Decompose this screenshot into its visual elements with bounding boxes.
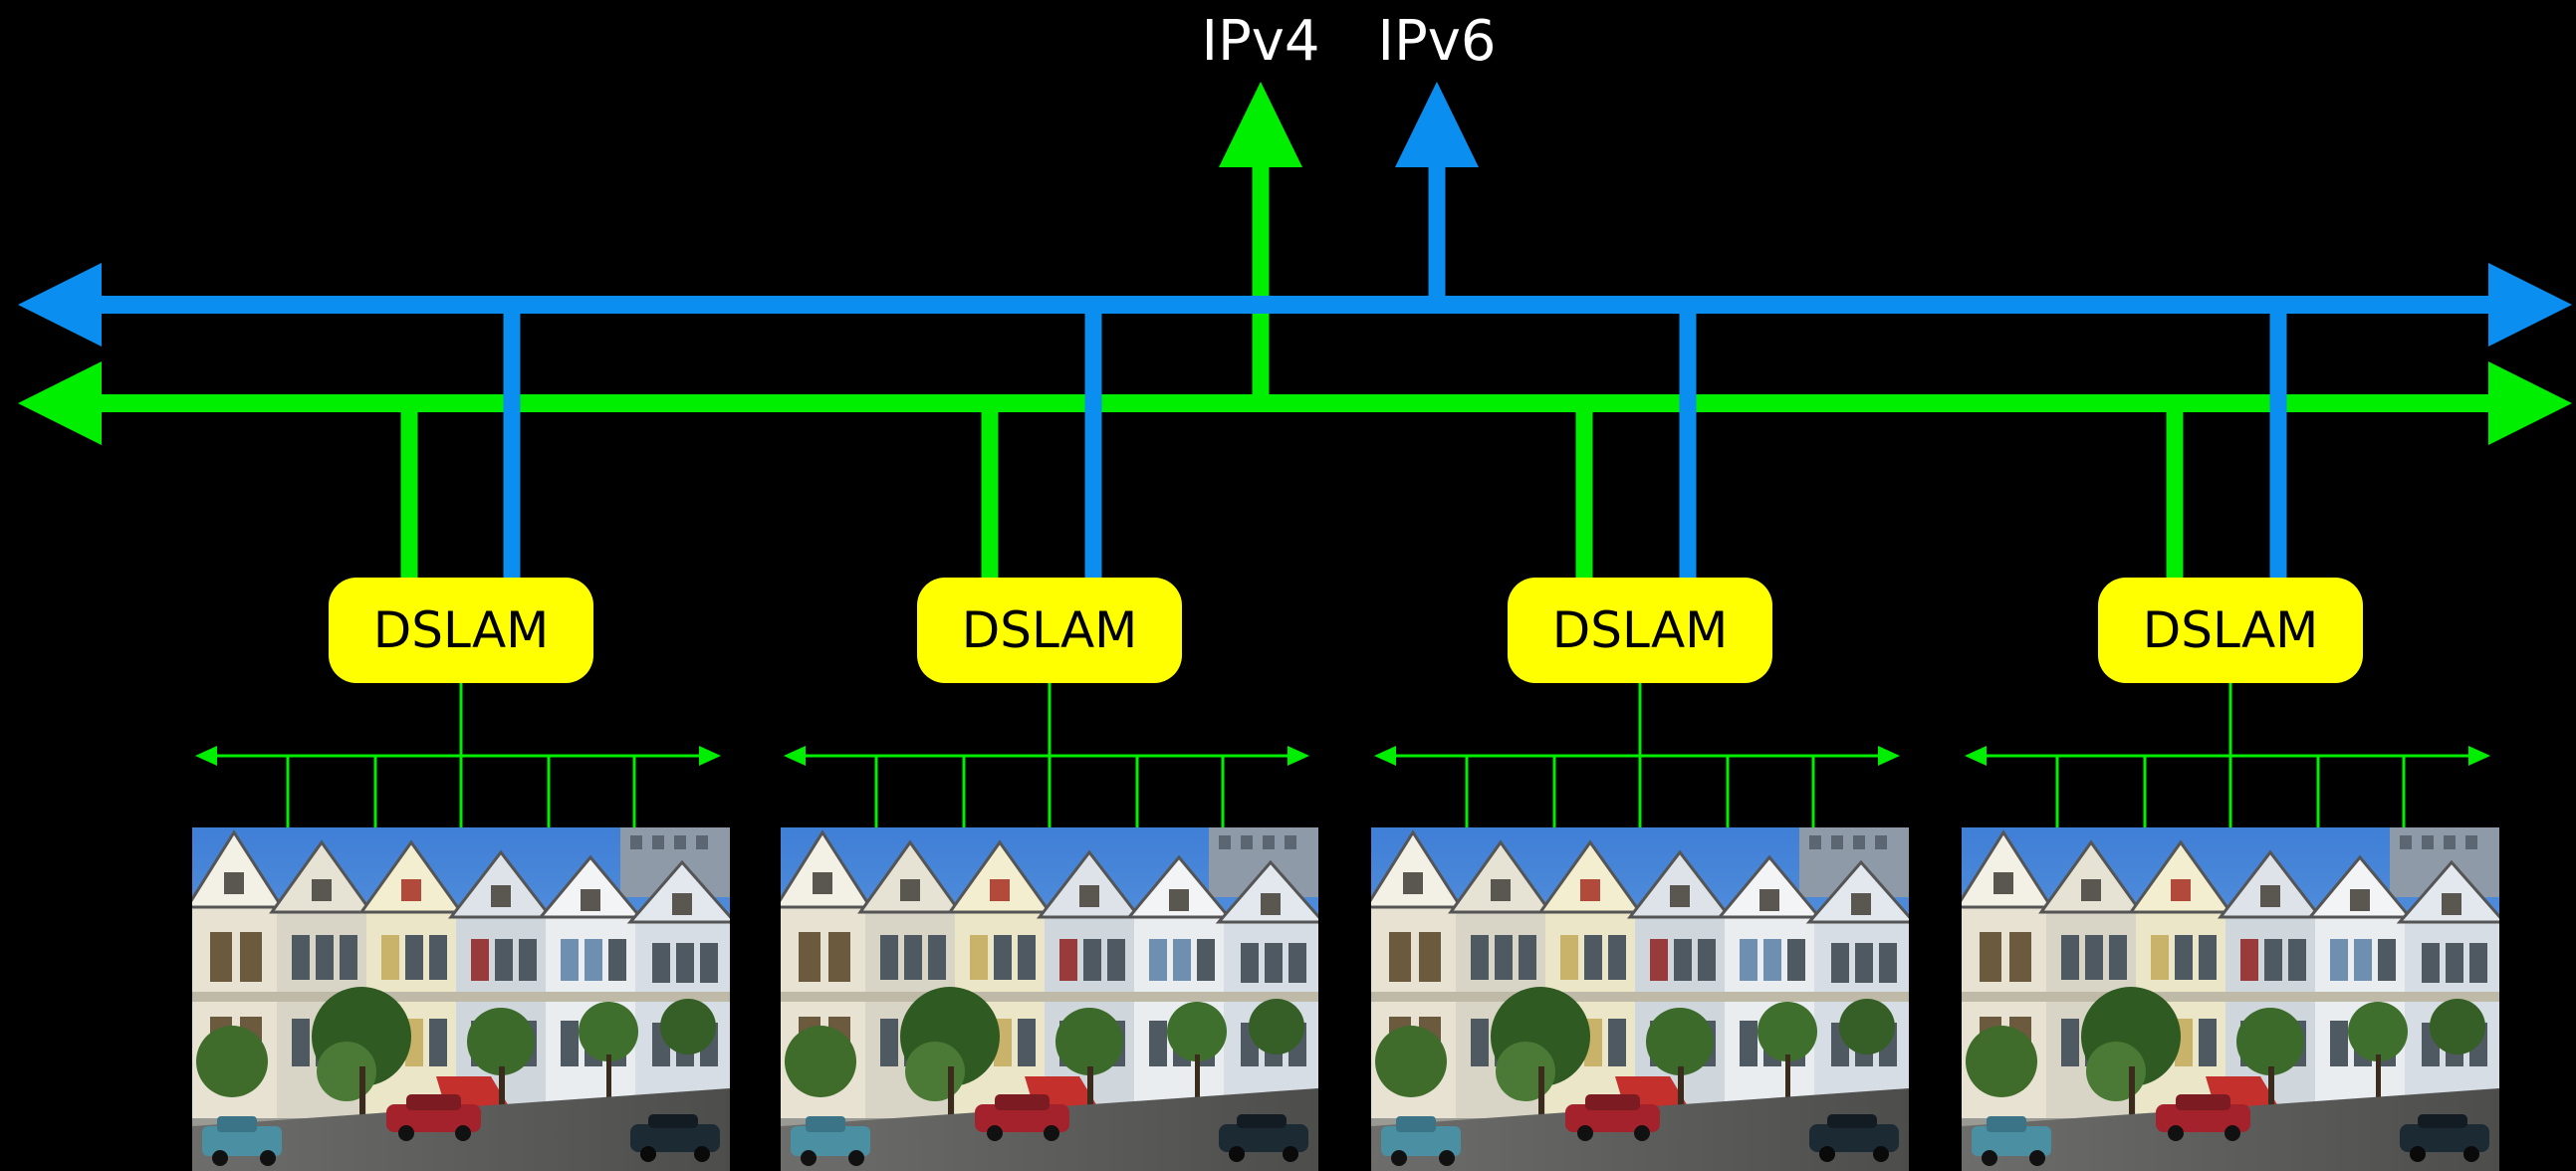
dslam-unit: DSLAM xyxy=(1962,305,2499,1171)
dslam-box xyxy=(1508,578,1772,683)
ipv4-label: IPv4 xyxy=(1201,9,1319,74)
neighborhood-photo xyxy=(192,827,730,1171)
access-network xyxy=(195,683,721,827)
ipv4-backbone-line xyxy=(18,361,2572,445)
ipv6-backbone-line xyxy=(18,263,2572,347)
ipv4-uplink-arrow xyxy=(1219,82,1302,396)
access-network xyxy=(784,683,1309,827)
ipv6-label: IPv6 xyxy=(1377,9,1496,74)
access-network xyxy=(1965,683,2490,827)
dslam-label: DSLAM xyxy=(373,601,550,659)
dslam-box xyxy=(2098,578,2363,683)
neighborhood-photo xyxy=(1371,827,1909,1171)
ipv6-uplink-arrow xyxy=(1395,82,1479,304)
dslam-label: DSLAM xyxy=(1552,601,1729,659)
dslam-label: DSLAM xyxy=(962,601,1138,659)
dslam-unit: DSLAM xyxy=(1371,305,1909,1171)
dslam-unit: DSLAM xyxy=(192,305,730,1171)
dslam-box xyxy=(329,578,593,683)
dslam-box xyxy=(917,578,1182,683)
neighborhood-photo xyxy=(781,827,1318,1171)
access-network xyxy=(1374,683,1900,827)
dslam-unit: DSLAM xyxy=(781,305,1318,1171)
dslam-label: DSLAM xyxy=(2143,601,2319,659)
neighborhood-photo xyxy=(1962,827,2499,1171)
